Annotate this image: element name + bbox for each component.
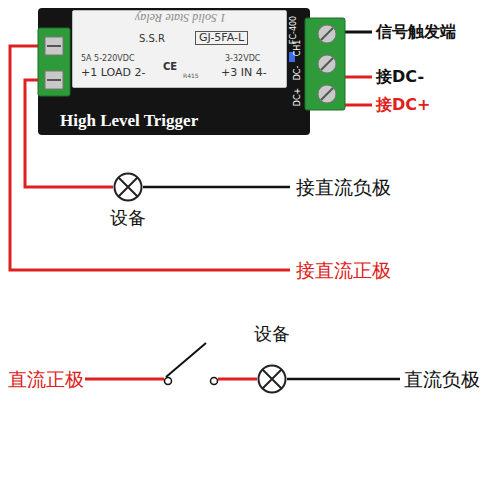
pin-name: DC+ (294, 88, 303, 106)
model-number: GJ-5FA-L (195, 31, 248, 45)
red-wire (85, 378, 164, 381)
lamp-symbol: 设备 (257, 364, 287, 394)
code-text: R415 (183, 73, 199, 80)
board-title: High Level Trigger (60, 112, 198, 131)
switch-contact (211, 378, 218, 385)
connection-note: 直流正极 (8, 369, 84, 390)
rating-text: 3-32VDC (225, 55, 260, 64)
red-wire (345, 76, 372, 79)
black-wire (345, 31, 372, 34)
pin-text: +1 LOAD 2- (81, 67, 145, 79)
lamp-outline (257, 364, 287, 394)
terminal-screw (318, 25, 336, 43)
lamp-symbol: 设备 (113, 172, 143, 202)
red-wire (345, 104, 372, 107)
red-wire (218, 378, 257, 381)
connection-note: 直流负极 (404, 369, 480, 390)
terminal-screw (318, 55, 336, 73)
screw-slot (321, 58, 333, 70)
terminal-screw (318, 85, 336, 103)
rating-text: 5A 5-220VDC (81, 55, 135, 64)
lamp-circle (259, 366, 286, 393)
device-label: 设备 (242, 324, 302, 344)
device-label: 设备 (98, 208, 158, 228)
signal-name: 信号触发端 (376, 23, 456, 41)
relay-title: 1 Solid State Relay (113, 11, 248, 24)
connection-note: 接直流正极 (296, 260, 391, 281)
lamp-cross (119, 178, 138, 197)
ce-mark: CE (163, 61, 177, 72)
terminal-block (305, 18, 345, 110)
relay-mark: S.S.R (139, 33, 165, 44)
signal-name: 接DC- (376, 68, 424, 86)
lamp-circle (115, 174, 142, 201)
switch-contact (165, 378, 172, 385)
switch-lever (166, 343, 206, 377)
black-wire (287, 378, 400, 381)
pin-name: CH1 (294, 40, 303, 57)
pin-text: +3 IN 4- (221, 67, 267, 79)
relay-module-board: High Level Trigger 1 Solid State RelayS.S… (38, 8, 310, 135)
screw-slot (321, 28, 333, 40)
pin-name: DC- (294, 66, 303, 81)
relay-body: 1 Solid State RelayS.S.R GJ-5FA-L 5A 5-220… (72, 10, 287, 88)
lamp-cross (263, 370, 282, 389)
black-wire (143, 186, 290, 189)
signal-name: 接DC+ (376, 96, 430, 114)
connection-note: 接直流负极 (296, 177, 391, 198)
lamp-outline (113, 172, 143, 202)
screw-slot (321, 88, 333, 100)
